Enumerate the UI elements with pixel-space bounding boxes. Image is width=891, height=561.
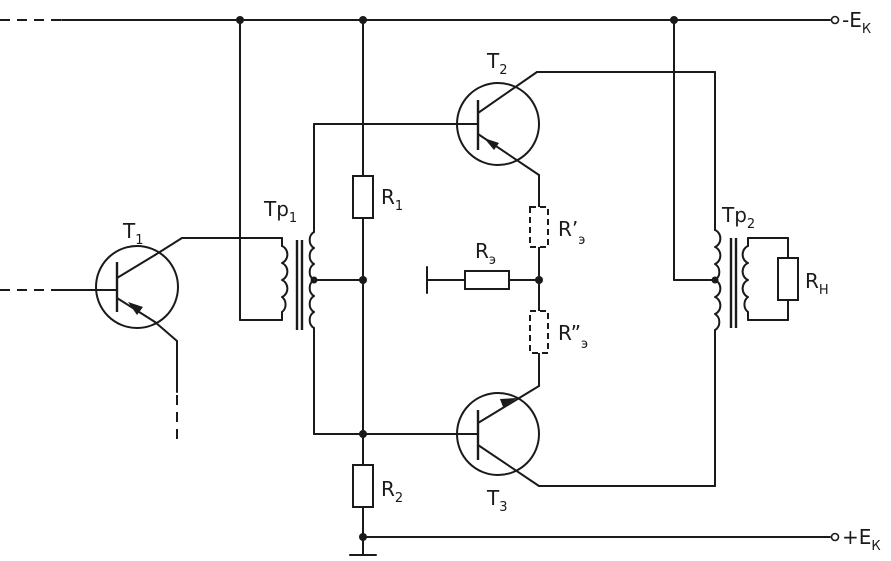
label-re: Rэ (475, 239, 496, 268)
junction-dot (359, 16, 367, 24)
junction-dot (359, 533, 367, 541)
resistor-re2 (529, 310, 549, 354)
label-rn: RН (805, 269, 829, 298)
label-ek-positive: +EК (842, 525, 881, 554)
center-tap-wire (310, 276, 364, 284)
t3-base-wire (313, 327, 459, 435)
junction-dot (359, 276, 367, 284)
label-re1: R’э (558, 217, 585, 248)
label-r2: R2 (381, 477, 403, 506)
divider-line (349, 19, 377, 556)
transformer-tp1 (281, 231, 315, 330)
t2-collector-wire (536, 71, 716, 231)
label-t3: T3 (486, 486, 508, 515)
resistor-r1 (352, 175, 374, 219)
positive-supply-rail (362, 532, 840, 542)
label-ek-negative: -EК (842, 8, 871, 37)
junction-dot (359, 430, 367, 438)
label-tp1: Tp1 (263, 197, 297, 226)
load-loop (747, 237, 789, 321)
tp2-center-feed (673, 19, 719, 284)
negative-supply-rail (0, 15, 840, 25)
junction-dot (236, 16, 244, 24)
label-t2: T2 (486, 49, 508, 78)
resistor-rn (777, 257, 799, 301)
label-t1: T1 (122, 219, 144, 248)
resistor-re-branch (426, 266, 540, 294)
transistor-t2 (456, 71, 540, 176)
tp1-primary-feed (239, 19, 283, 321)
label-re2: R”э (558, 321, 588, 352)
transistor-t1 (95, 237, 183, 445)
resistor-re1 (529, 206, 549, 248)
t2-base-wire (313, 123, 459, 233)
resistor-r2 (352, 464, 374, 508)
label-tp2: Tp2 (721, 203, 755, 232)
t3-collector-wire (538, 329, 716, 487)
transformer-tp2 (714, 229, 749, 331)
transistor-t3 (456, 385, 540, 487)
label-r1: R1 (381, 185, 403, 214)
